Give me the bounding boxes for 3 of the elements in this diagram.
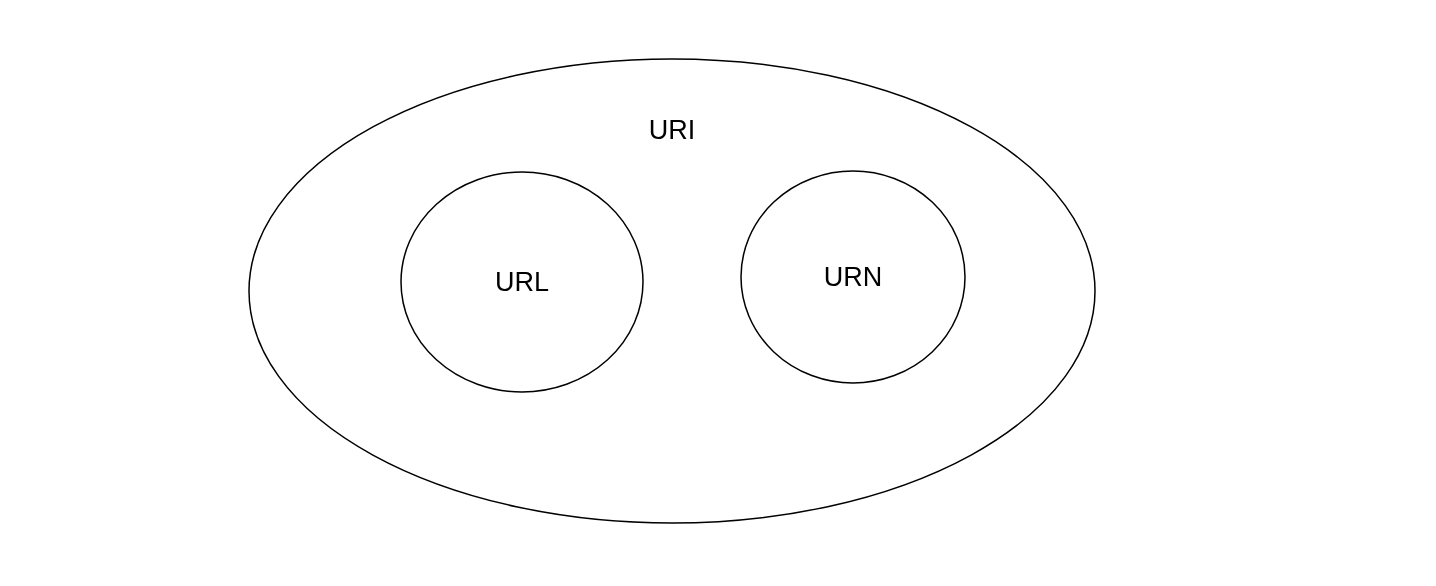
set-label: URN [823,261,883,293]
set-label: URI [648,115,696,146]
set-label: URL [495,266,549,298]
